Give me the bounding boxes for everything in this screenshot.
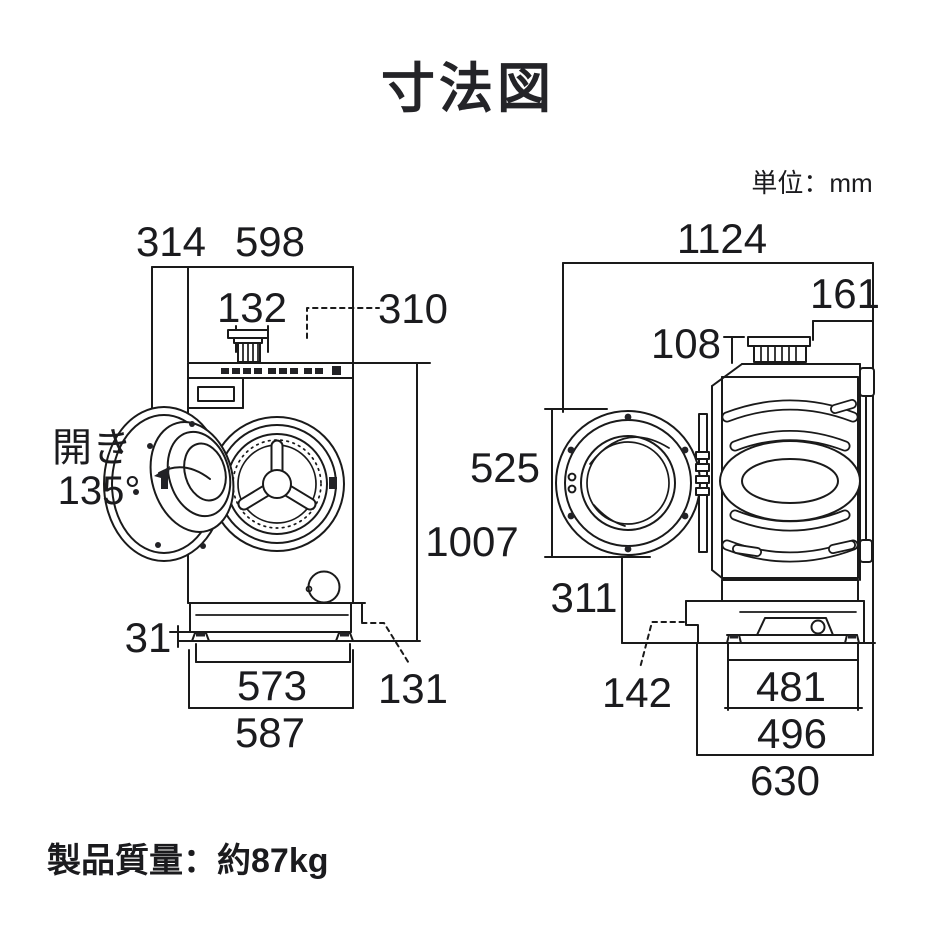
side-faucet (747, 336, 811, 363)
label-door-open: 開き (52, 426, 132, 470)
dim-front-step: 142 (602, 669, 672, 716)
page-title: 寸法図 (381, 59, 555, 119)
dim-faucet-offset: 310 (378, 285, 448, 332)
front-open-door (103, 406, 235, 562)
dim-stand-rear-offset: 131 (378, 665, 448, 712)
dim-faucet-width: 132 (217, 284, 287, 331)
dim-door-diameter: 525 (470, 444, 540, 491)
display-window (197, 386, 235, 402)
control-panel-buttons (221, 366, 341, 375)
door-swing-arrow-icon (154, 466, 211, 480)
side-bottom-dimension-lines (696, 642, 874, 756)
side-pedestal (621, 600, 876, 669)
front-bottom-dimension-lines (188, 622, 411, 709)
front-faucet (227, 307, 380, 363)
drain-filter-cap (307, 570, 341, 604)
dim-rear-clearance: 161 (810, 270, 880, 317)
dim-stand-total-depth: 630 (750, 757, 820, 804)
front-height-dimension (352, 362, 431, 642)
front-top-dimension-lines (151, 266, 354, 425)
side-dimension-labels: 1124 161 108 525 311 142 481 496 630 (470, 215, 880, 804)
front-view-diagram: 314 598 132 310 開き 135° 1007 31 573 587 … (52, 218, 519, 756)
front-porthole (209, 416, 345, 552)
unit-label: 単位：mm (751, 168, 872, 198)
side-view-diagram: 1124 161 108 525 311 142 481 496 630 (470, 215, 880, 804)
dim-foot-height: 31 (125, 614, 172, 661)
dim-stand-depth: 496 (757, 710, 827, 757)
side-door-dimension-lines (544, 408, 651, 644)
side-vent-pattern (719, 399, 861, 563)
drum-hub (262, 469, 292, 499)
dim-stand-inner-depth: 481 (756, 663, 826, 710)
dim-door-clearance: 311 (551, 574, 618, 621)
dim-door-protrusion: 314 (136, 218, 206, 265)
side-open-door (555, 410, 710, 556)
side-machine-body (711, 363, 875, 602)
door-latch (329, 477, 337, 489)
dim-stand-outer-width: 587 (235, 709, 305, 756)
label-door-open-angle: 135° (58, 469, 141, 513)
front-pedestal (169, 602, 421, 648)
dim-body-width: 598 (235, 218, 305, 265)
product-weight-label: 製品質量：約87kg (47, 842, 329, 880)
dim-faucet-height: 108 (651, 320, 721, 367)
dim-total-depth: 1124 (677, 215, 767, 262)
dim-total-height: 1007 (425, 518, 518, 565)
power-button (332, 366, 341, 375)
front-dimension-labels: 314 598 132 310 開き 135° 1007 31 573 587 … (52, 218, 519, 756)
side-top-dimension-lines (562, 262, 874, 756)
dim-stand-inner-width: 573 (237, 662, 307, 709)
